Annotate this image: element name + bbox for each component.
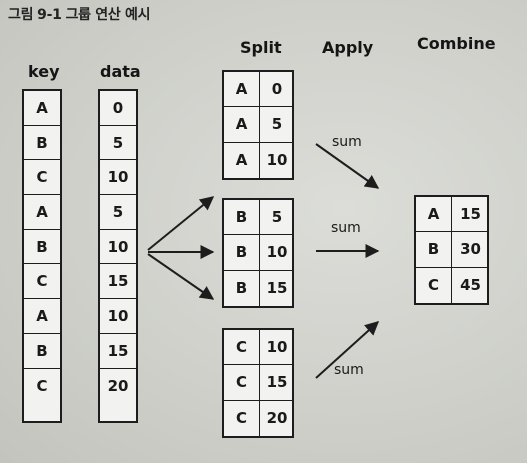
split-value-cell: 10: [260, 235, 294, 271]
apply-header: Apply: [322, 38, 374, 57]
split-group-a: A 0 A 5 A 10: [222, 70, 294, 180]
key-cell: B: [24, 334, 60, 369]
split-key-cell: B: [224, 200, 260, 236]
split-header: Split: [240, 38, 282, 57]
split-key-cell: A: [224, 72, 260, 108]
split-group-c: C 10 C 15 C 20: [222, 328, 294, 438]
data-cell: 15: [100, 264, 136, 300]
apply-label-a: sum: [332, 134, 362, 150]
split-key-cell: C: [224, 400, 260, 436]
apply-label-b: sum: [331, 220, 361, 236]
split-value-cell: 15: [266, 279, 288, 298]
combine-key-cell: A: [416, 197, 452, 233]
apply-arrow-c: [315, 321, 380, 379]
data-cell: 0: [100, 91, 136, 126]
key-cell: C: [24, 264, 60, 300]
split-value-cell: 10: [266, 151, 288, 170]
data-cell: 5: [100, 126, 136, 161]
split-key-cell: B: [224, 270, 260, 306]
combine-value-cell: 45: [460, 276, 481, 295]
split-key-cell: C: [224, 365, 260, 401]
key-cell: A: [24, 195, 60, 230]
split-key-cell: A: [224, 107, 260, 143]
key-header: key: [28, 62, 60, 81]
key-cell: C: [36, 376, 48, 395]
split-value-cell: 0: [260, 72, 294, 108]
data-cell: 5: [100, 195, 136, 230]
combine-key-cell: B: [416, 232, 452, 268]
combine-table: A 15 B 30 C 45: [414, 195, 489, 305]
split-group-b: B 5 B 10 B 15: [222, 198, 294, 308]
split-key-cell: B: [224, 235, 260, 271]
key-cell: B: [24, 126, 60, 161]
split-arrow-c: [147, 253, 215, 300]
split-arrow-a: [147, 196, 215, 251]
split-value-cell: 20: [266, 409, 288, 428]
data-header: data: [100, 62, 141, 81]
split-key-cell: C: [224, 330, 260, 366]
split-value-cell: 15: [260, 365, 294, 401]
key-cell: A: [24, 299, 60, 334]
key-cell: B: [24, 230, 60, 265]
apply-label-c: sum: [334, 362, 364, 378]
split-value-cell: 10: [260, 330, 294, 366]
combine-value-cell: 15: [452, 197, 489, 233]
split-value-cell: 5: [260, 200, 294, 236]
combine-header: Combine: [417, 34, 496, 53]
combine-value-cell: 30: [452, 232, 489, 268]
data-cell: 10: [100, 160, 136, 196]
apply-arrow-a: [315, 143, 380, 189]
combine-key-cell: C: [416, 267, 452, 303]
caption-label: 그림: [8, 7, 34, 23]
key-cell: C: [24, 160, 60, 196]
data-cell: 15: [100, 334, 136, 369]
split-value-cell: 5: [260, 107, 294, 143]
split-key-cell: A: [224, 142, 260, 178]
data-cell: 10: [100, 299, 136, 334]
caption-title: 그룹 연산 예시: [65, 7, 151, 23]
key-column: A B C A B C A B C: [22, 89, 62, 423]
data-cell: 10: [100, 230, 136, 265]
data-cell: 20: [107, 376, 129, 395]
caption-number: 9-1: [37, 7, 62, 23]
key-cell: A: [24, 91, 60, 126]
data-column: 0 5 10 5 10 15 10 15 20: [98, 89, 138, 423]
